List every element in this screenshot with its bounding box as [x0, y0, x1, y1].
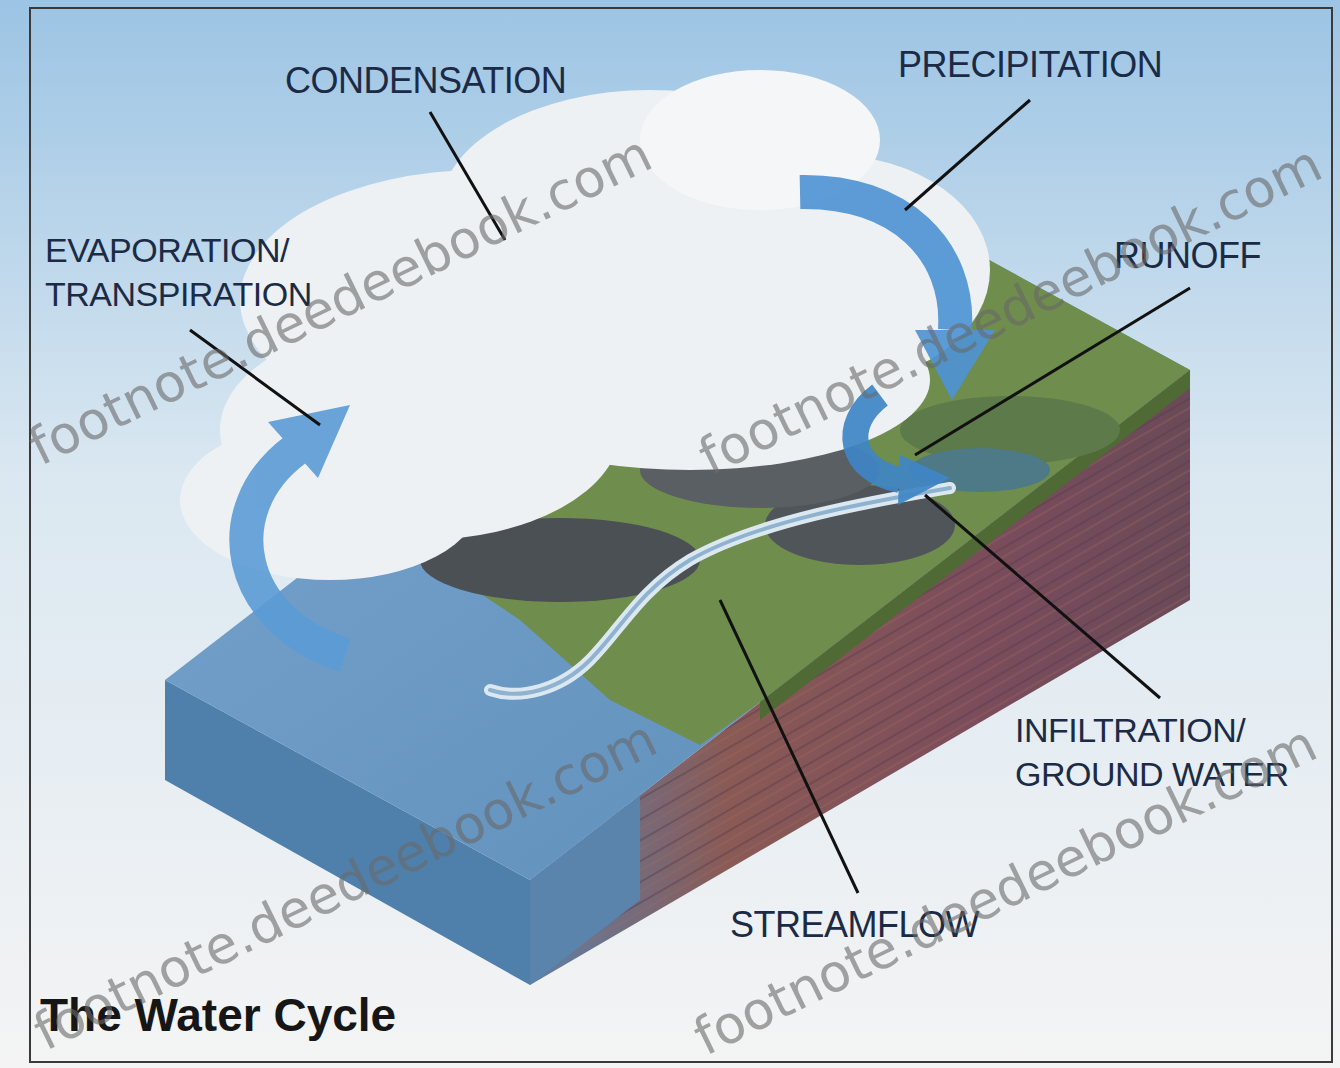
arrow-body	[246, 450, 345, 655]
arrow-body	[800, 192, 955, 330]
arrow-head	[898, 455, 950, 505]
leader-line	[925, 495, 1160, 698]
leader-line	[905, 100, 1030, 210]
callout-label: CONDENSATION	[285, 58, 566, 105]
leader-line	[720, 600, 858, 893]
river-center	[490, 488, 950, 694]
frame	[30, 8, 1332, 1062]
evaporation-arrow	[246, 405, 350, 655]
callout-label: PRECIPITATION	[898, 42, 1162, 89]
river	[490, 488, 950, 694]
